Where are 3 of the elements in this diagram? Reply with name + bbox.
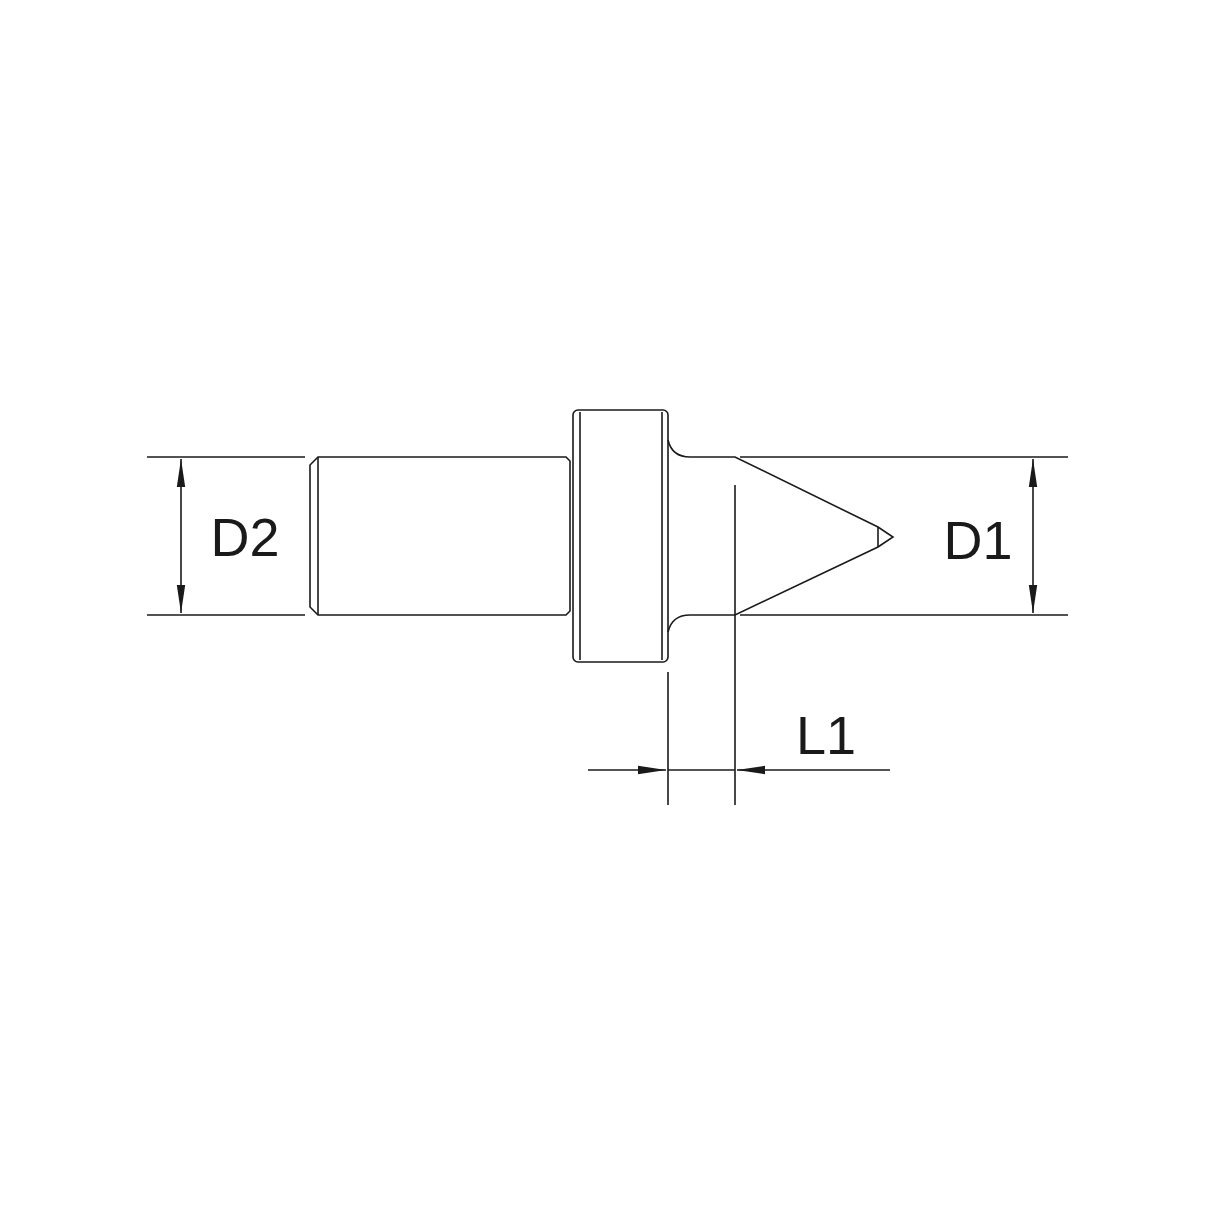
dimension-label: L1 <box>795 708 857 762</box>
dimension-label: D2 <box>210 510 280 564</box>
dimension-label: D1 <box>943 513 1013 567</box>
